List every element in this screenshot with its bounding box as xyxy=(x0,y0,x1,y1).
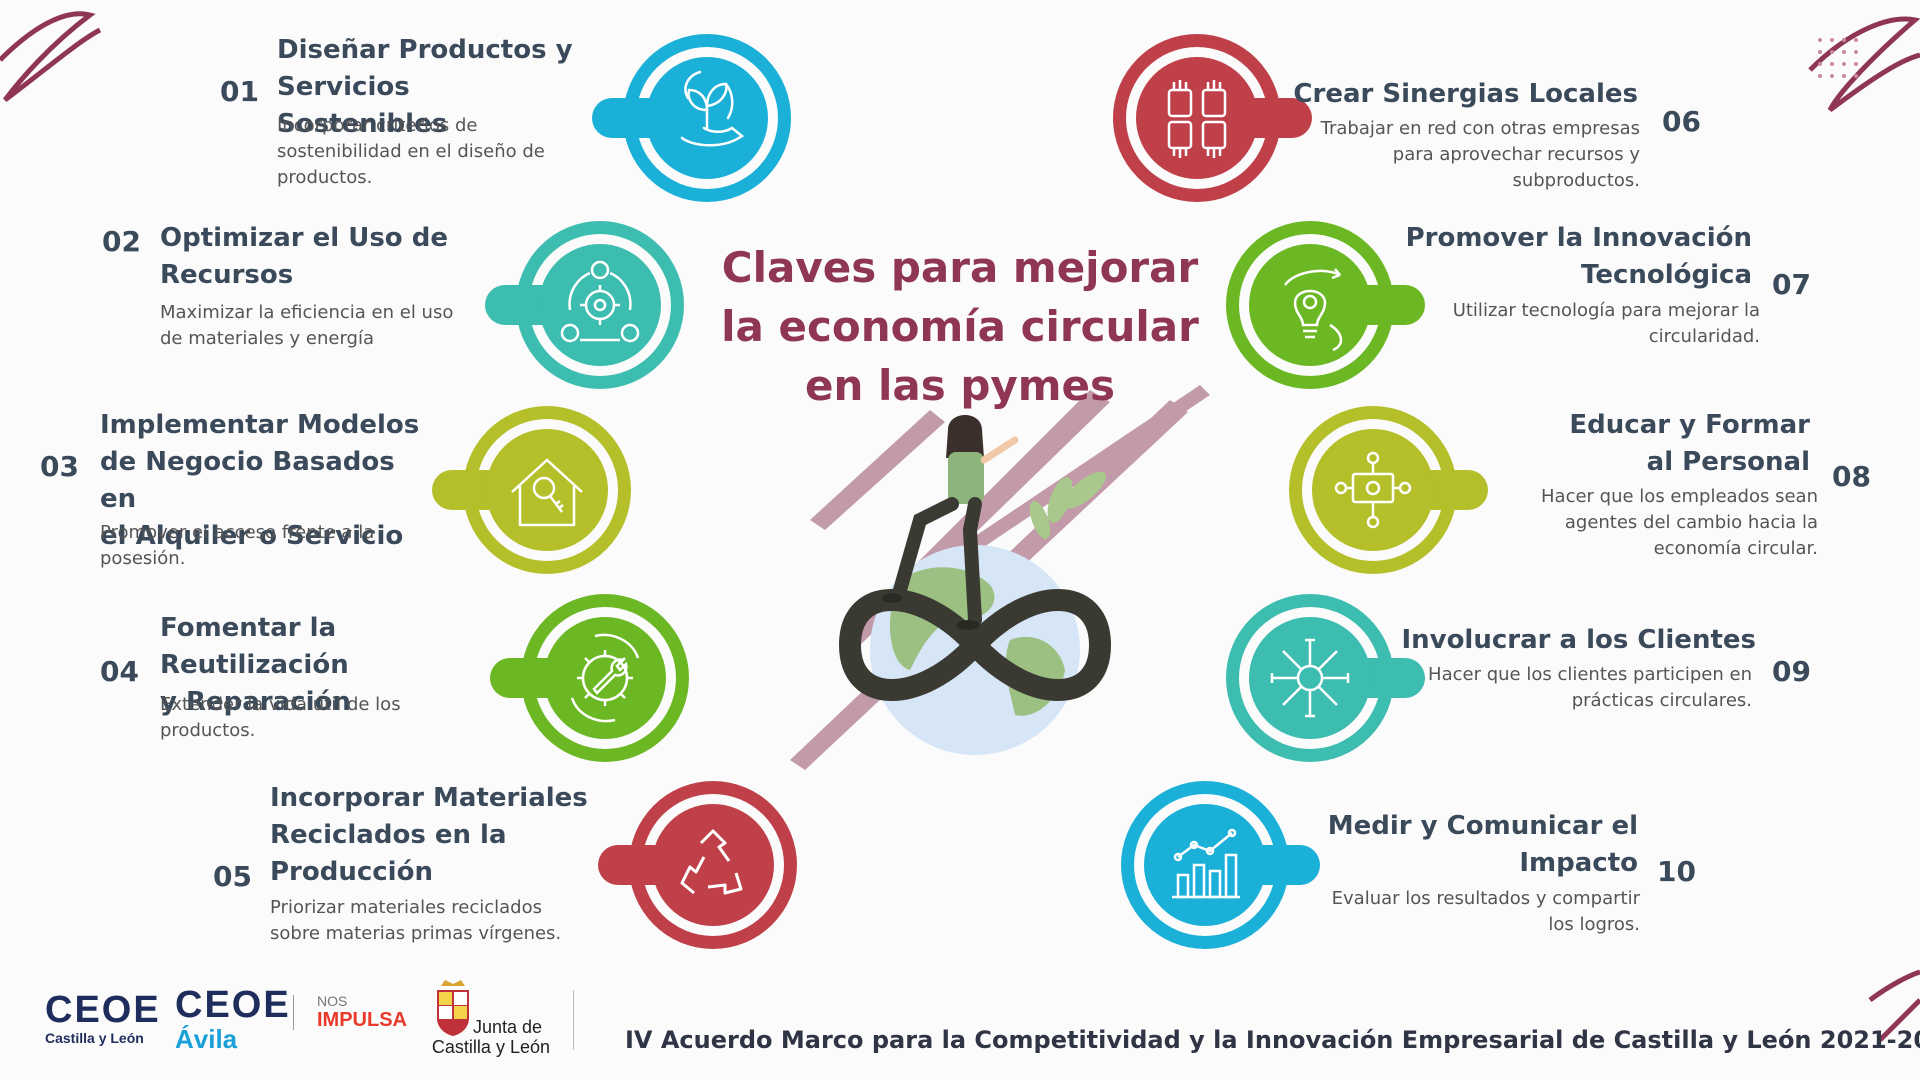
item-10-title: Medir y Comunicar el Impacto xyxy=(1240,808,1638,882)
item-05-title: Incorporar Materiales Reciclados en la P… xyxy=(270,780,590,891)
junta-logo: Junta de Castilla y León xyxy=(425,1017,550,1057)
item-02-title-line: Optimizar el Uso de xyxy=(160,223,448,253)
item-08-title-line: Educar y Formar xyxy=(1569,410,1810,440)
house-key-icon xyxy=(511,458,583,527)
item-07-badge xyxy=(1226,221,1425,389)
item-04-title-line: Fomentar la Reutilización xyxy=(160,613,349,680)
item-10-badge xyxy=(1121,781,1320,949)
item-03-badge xyxy=(432,406,631,574)
item-06-title: Crear Sinergias Locales xyxy=(1240,76,1638,113)
item-07-title: Promover la Innovación Tecnológica xyxy=(1300,220,1752,294)
item-02-title-line: Recursos xyxy=(160,260,294,290)
hands-circle-icon xyxy=(1270,638,1350,718)
dot-grid-decor xyxy=(1818,38,1858,78)
item-08-description: Hacer que los empleados sean agentes del… xyxy=(1541,486,1818,559)
item-09-number: 09 xyxy=(1772,655,1811,688)
item-05-description: Priorizar materiales reciclados sobre ma… xyxy=(270,897,562,944)
ceoe-logo-subtext: Castilla y León xyxy=(45,1030,144,1046)
item-03-number: 03 xyxy=(40,450,79,483)
page-title: Claves para mejorar la economía circular… xyxy=(721,243,1199,410)
woman-figure xyxy=(882,415,1019,630)
bar-chart-icon xyxy=(1172,828,1240,899)
item-03-description: Promover el acceso frente a la posesión. xyxy=(100,522,375,569)
ceoe-avila-logo-subtext: Ávila xyxy=(175,1024,238,1054)
junta-line-2: Castilla y León xyxy=(431,1037,550,1057)
item-02-description: Maximizar la eficiencia en el uso de mat… xyxy=(160,302,454,349)
plant-in-hand-icon xyxy=(680,70,745,147)
item-02-badge xyxy=(485,221,684,389)
item-09-badge xyxy=(1226,594,1425,762)
item-05-title-line: Producción xyxy=(270,857,433,887)
footer-divider xyxy=(573,990,574,1050)
item-05-title-line: Incorporar Materiales xyxy=(270,783,588,813)
item-09-description: Hacer que los clientes participen en prá… xyxy=(1428,664,1752,711)
wrench-gear-icon xyxy=(570,633,640,723)
nos-impulsa-logo: NOS IMPULSA xyxy=(317,993,407,1031)
item-04-title-line: y Reparación xyxy=(160,687,351,717)
lightbulb-gear-icon xyxy=(1283,268,1343,352)
item-08-number: 08 xyxy=(1832,460,1871,493)
ceoe-avila-logo-text: CEOE xyxy=(175,984,291,1026)
item-02-number: 02 xyxy=(102,225,141,258)
item-10-number: 10 xyxy=(1657,855,1696,888)
recycle-icon xyxy=(680,829,743,895)
junta-coat-of-arms-icon xyxy=(437,980,469,1036)
junta-line-1: Junta de xyxy=(473,1017,543,1037)
ceoe-logo-text: CEOE xyxy=(45,989,161,1031)
item-01-badge xyxy=(592,34,791,202)
item-07-title-line: Tecnológica xyxy=(1581,260,1752,290)
item-04-badge xyxy=(490,594,689,762)
ceoe-avila-logo: CEOE Ávila xyxy=(175,985,291,1053)
item-03-title-line: Implementar Modelos xyxy=(100,410,420,440)
item-07-description: Utilizar tecnología para mejorar la circ… xyxy=(1452,300,1760,347)
item-03-title-line: el Alquiler o Servicio xyxy=(100,521,404,551)
item-01-title-line: Servicios Sostenibles xyxy=(277,72,448,139)
item-06-title-line: Crear Sinergias Locales xyxy=(1293,79,1638,109)
item-01-description: Incorporar criterios de sostenibilidad e… xyxy=(277,115,545,188)
item-06-description: Trabajar en red con otras empresas para … xyxy=(1320,118,1640,191)
resource-gear-cycle-icon xyxy=(560,260,640,343)
footer-divider xyxy=(293,995,294,1030)
infinity-symbol xyxy=(838,589,1112,701)
circular-economy-illustration xyxy=(790,385,1210,770)
item-08-title: Educar y Formar al Personal xyxy=(1400,407,1810,481)
nos-text: NOS xyxy=(317,993,348,1009)
item-03-title-line: de Negocio Basados en xyxy=(100,447,395,514)
item-05-title-line: Reciclados en la xyxy=(270,820,507,850)
item-02-title: Optimizar el Uso de Recursos xyxy=(160,220,460,294)
item-04-number: 04 xyxy=(100,655,139,688)
item-07-number: 07 xyxy=(1772,268,1811,301)
item-10-description: Evaluar los resultados y compartir los l… xyxy=(1331,888,1640,935)
item-09-title-line: Involucrar a los Clientes xyxy=(1401,625,1756,655)
item-10-title-line: Medir y Comunicar el xyxy=(1327,811,1638,841)
item-10-title-line: Impacto xyxy=(1519,848,1638,878)
agreement-text: IV Acuerdo Marco para la Competitividad … xyxy=(625,1026,1920,1054)
joined-hands-icon xyxy=(1167,80,1227,158)
item-04-title: Fomentar la Reutilización y Reparación xyxy=(160,610,520,721)
item-04-description: Extender la vida útil de los productos. xyxy=(160,694,401,741)
item-01-title: Diseñar Productos y Servicios Sostenible… xyxy=(277,32,577,143)
item-05-badge xyxy=(598,781,797,949)
impulsa-text: IMPULSA xyxy=(317,1009,407,1031)
item-01-title-line: Diseñar Productos y xyxy=(277,35,573,65)
item-08-title-line: al Personal xyxy=(1646,447,1810,477)
item-03-title: Implementar Modelos de Negocio Basados e… xyxy=(100,407,420,555)
ceoe-castilla-leon-logo: CEOE Castilla y León xyxy=(45,990,161,1046)
item-06-badge xyxy=(1113,34,1312,202)
presentation-network-icon xyxy=(1334,451,1412,529)
item-06-number: 06 xyxy=(1662,105,1701,138)
item-01-number: 01 xyxy=(220,75,259,108)
item-09-title: Involucrar a los Clientes xyxy=(1330,622,1756,659)
item-05-number: 05 xyxy=(213,860,252,893)
leaves xyxy=(1029,471,1106,539)
item-08-badge xyxy=(1289,406,1488,574)
item-07-title-line: Promover la Innovación xyxy=(1405,223,1752,253)
